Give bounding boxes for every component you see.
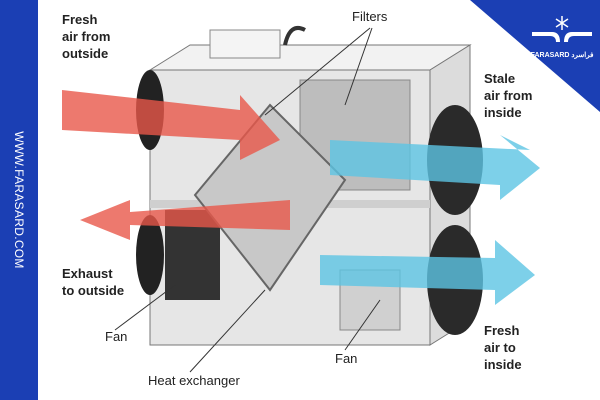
brand-strip: WWW.FARASARD.COM xyxy=(0,0,38,400)
label-line: Exhaust xyxy=(62,266,113,281)
label-fan-right: Fan xyxy=(335,351,358,366)
fresh-air-out-arrow xyxy=(320,240,535,305)
brand-logo: FARASARD فراسرد xyxy=(530,14,594,59)
label-line: air from xyxy=(62,29,111,44)
label-line: inside xyxy=(484,105,522,120)
label-line: inside xyxy=(484,357,522,372)
label-line: Fresh xyxy=(484,323,520,338)
label-exhaust-to-outside: Exhaust to outside xyxy=(62,265,124,299)
logo-snowflake-icon xyxy=(532,16,592,42)
label-line: to outside xyxy=(62,283,125,298)
label-fan-left: Fan xyxy=(105,329,128,344)
logo-text: FARASARD فراسرد xyxy=(530,52,594,59)
label-line: Stale xyxy=(484,71,516,86)
label-fresh-air-from-outside: Fresh air from outside xyxy=(62,11,110,62)
label-line: air from xyxy=(484,88,533,103)
stale-air-arrow xyxy=(330,135,540,200)
label-line: air to xyxy=(484,340,516,355)
leader-lines xyxy=(114,27,381,373)
control-unit xyxy=(209,29,281,59)
label-fresh-air-to-inside: Fresh air to inside xyxy=(484,322,522,373)
heat-exchanger-core xyxy=(193,103,347,292)
power-cord xyxy=(283,25,306,46)
label-line: outside xyxy=(62,46,109,61)
label-filters: Filters xyxy=(352,9,388,24)
fresh-air-in-arrow xyxy=(62,90,280,160)
port-left-bottom xyxy=(136,215,164,295)
label-stale-air-from-inside: Stale air from inside xyxy=(484,70,532,121)
exhaust-arrow xyxy=(80,200,290,240)
label-heat-exchanger: Heat exchanger xyxy=(148,373,240,388)
box-top xyxy=(148,44,472,71)
label-line: Fresh xyxy=(62,12,98,27)
